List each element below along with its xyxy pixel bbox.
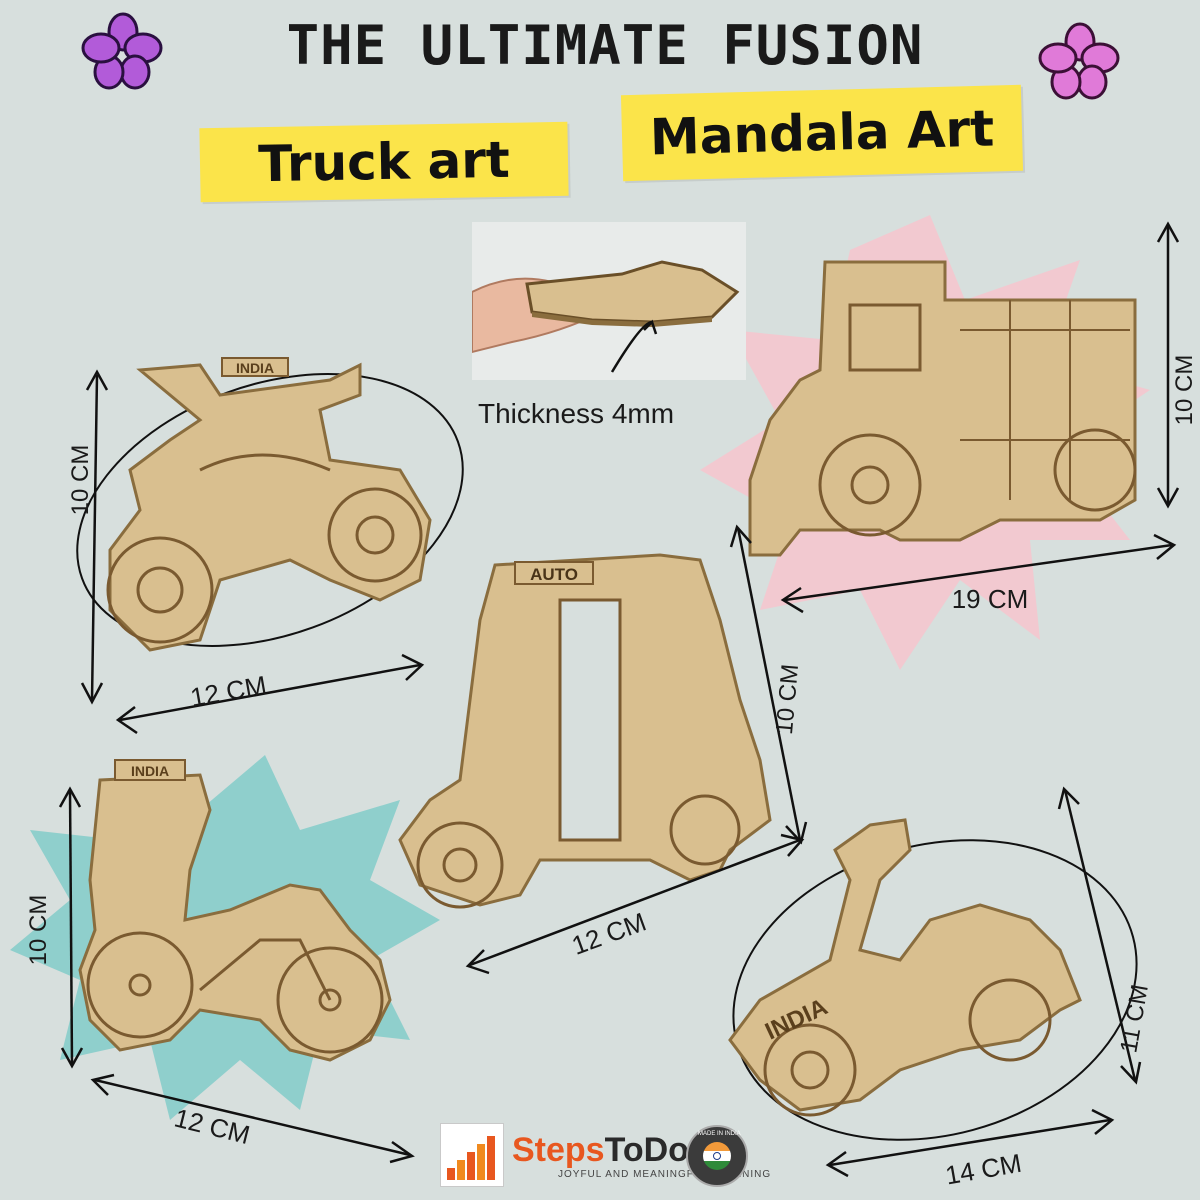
- motorbike-label: INDIA: [236, 360, 274, 376]
- motorbike-width-label: 12 CM: [188, 670, 269, 713]
- motorbike-height-label: 10 CM: [67, 445, 94, 516]
- brand-tagline: JOYFUL AND MEANINGFUL LEARNING: [558, 1169, 772, 1180]
- brand-name-a: Steps: [512, 1131, 605, 1169]
- rickshaw-height-label: 10 CM: [25, 895, 52, 966]
- brand-logo-icon: [440, 1123, 504, 1187]
- truck-piece: [748, 221, 1180, 614]
- brand-name: StepsToDo: [512, 1131, 689, 1170]
- thickness-photo: [472, 222, 746, 380]
- truck-art-tag: Truck art: [199, 121, 569, 203]
- auto-label: AUTO: [530, 565, 578, 584]
- rickshaw-width-label: 12 CM: [171, 1102, 253, 1150]
- truck-height-label: 10 CM: [1171, 355, 1198, 426]
- scooter-width-label: 14 CM: [943, 1148, 1024, 1191]
- scooter-piece: INDIA: [728, 786, 1142, 1178]
- cycle-rickshaw-piece: INDIA: [58, 759, 415, 1164]
- rickshaw-label: INDIA: [131, 763, 169, 779]
- auto-width-label: 12 CM: [568, 906, 650, 960]
- thickness-label: Thickness 4mm: [478, 398, 675, 429]
- mandala-art-tag: Mandala Art: [620, 84, 1024, 182]
- brand-footer: StepsToDo JOYFUL AND MEANINGFUL LEARNING…: [440, 1123, 770, 1193]
- scooter-height-label: 11 CM: [1115, 982, 1154, 1055]
- truck-width-label: 19 CM: [952, 584, 1029, 614]
- flower-icon: [81, 12, 163, 90]
- flower-icon: [1038, 22, 1120, 100]
- auto-height-label: 10 CM: [771, 663, 804, 736]
- auto-rickshaw-piece: AUTO: [398, 524, 808, 975]
- motorbike-piece: INDIA: [76, 357, 464, 735]
- page-title: THE ULTIMATE FUSION: [286, 14, 924, 77]
- made-in-india-seal: MADE IN INDIA: [686, 1125, 748, 1187]
- seal-text: MADE IN INDIA: [698, 1131, 741, 1137]
- brand-name-b: ToDo: [604, 1131, 689, 1169]
- india-flag-icon: [703, 1142, 731, 1170]
